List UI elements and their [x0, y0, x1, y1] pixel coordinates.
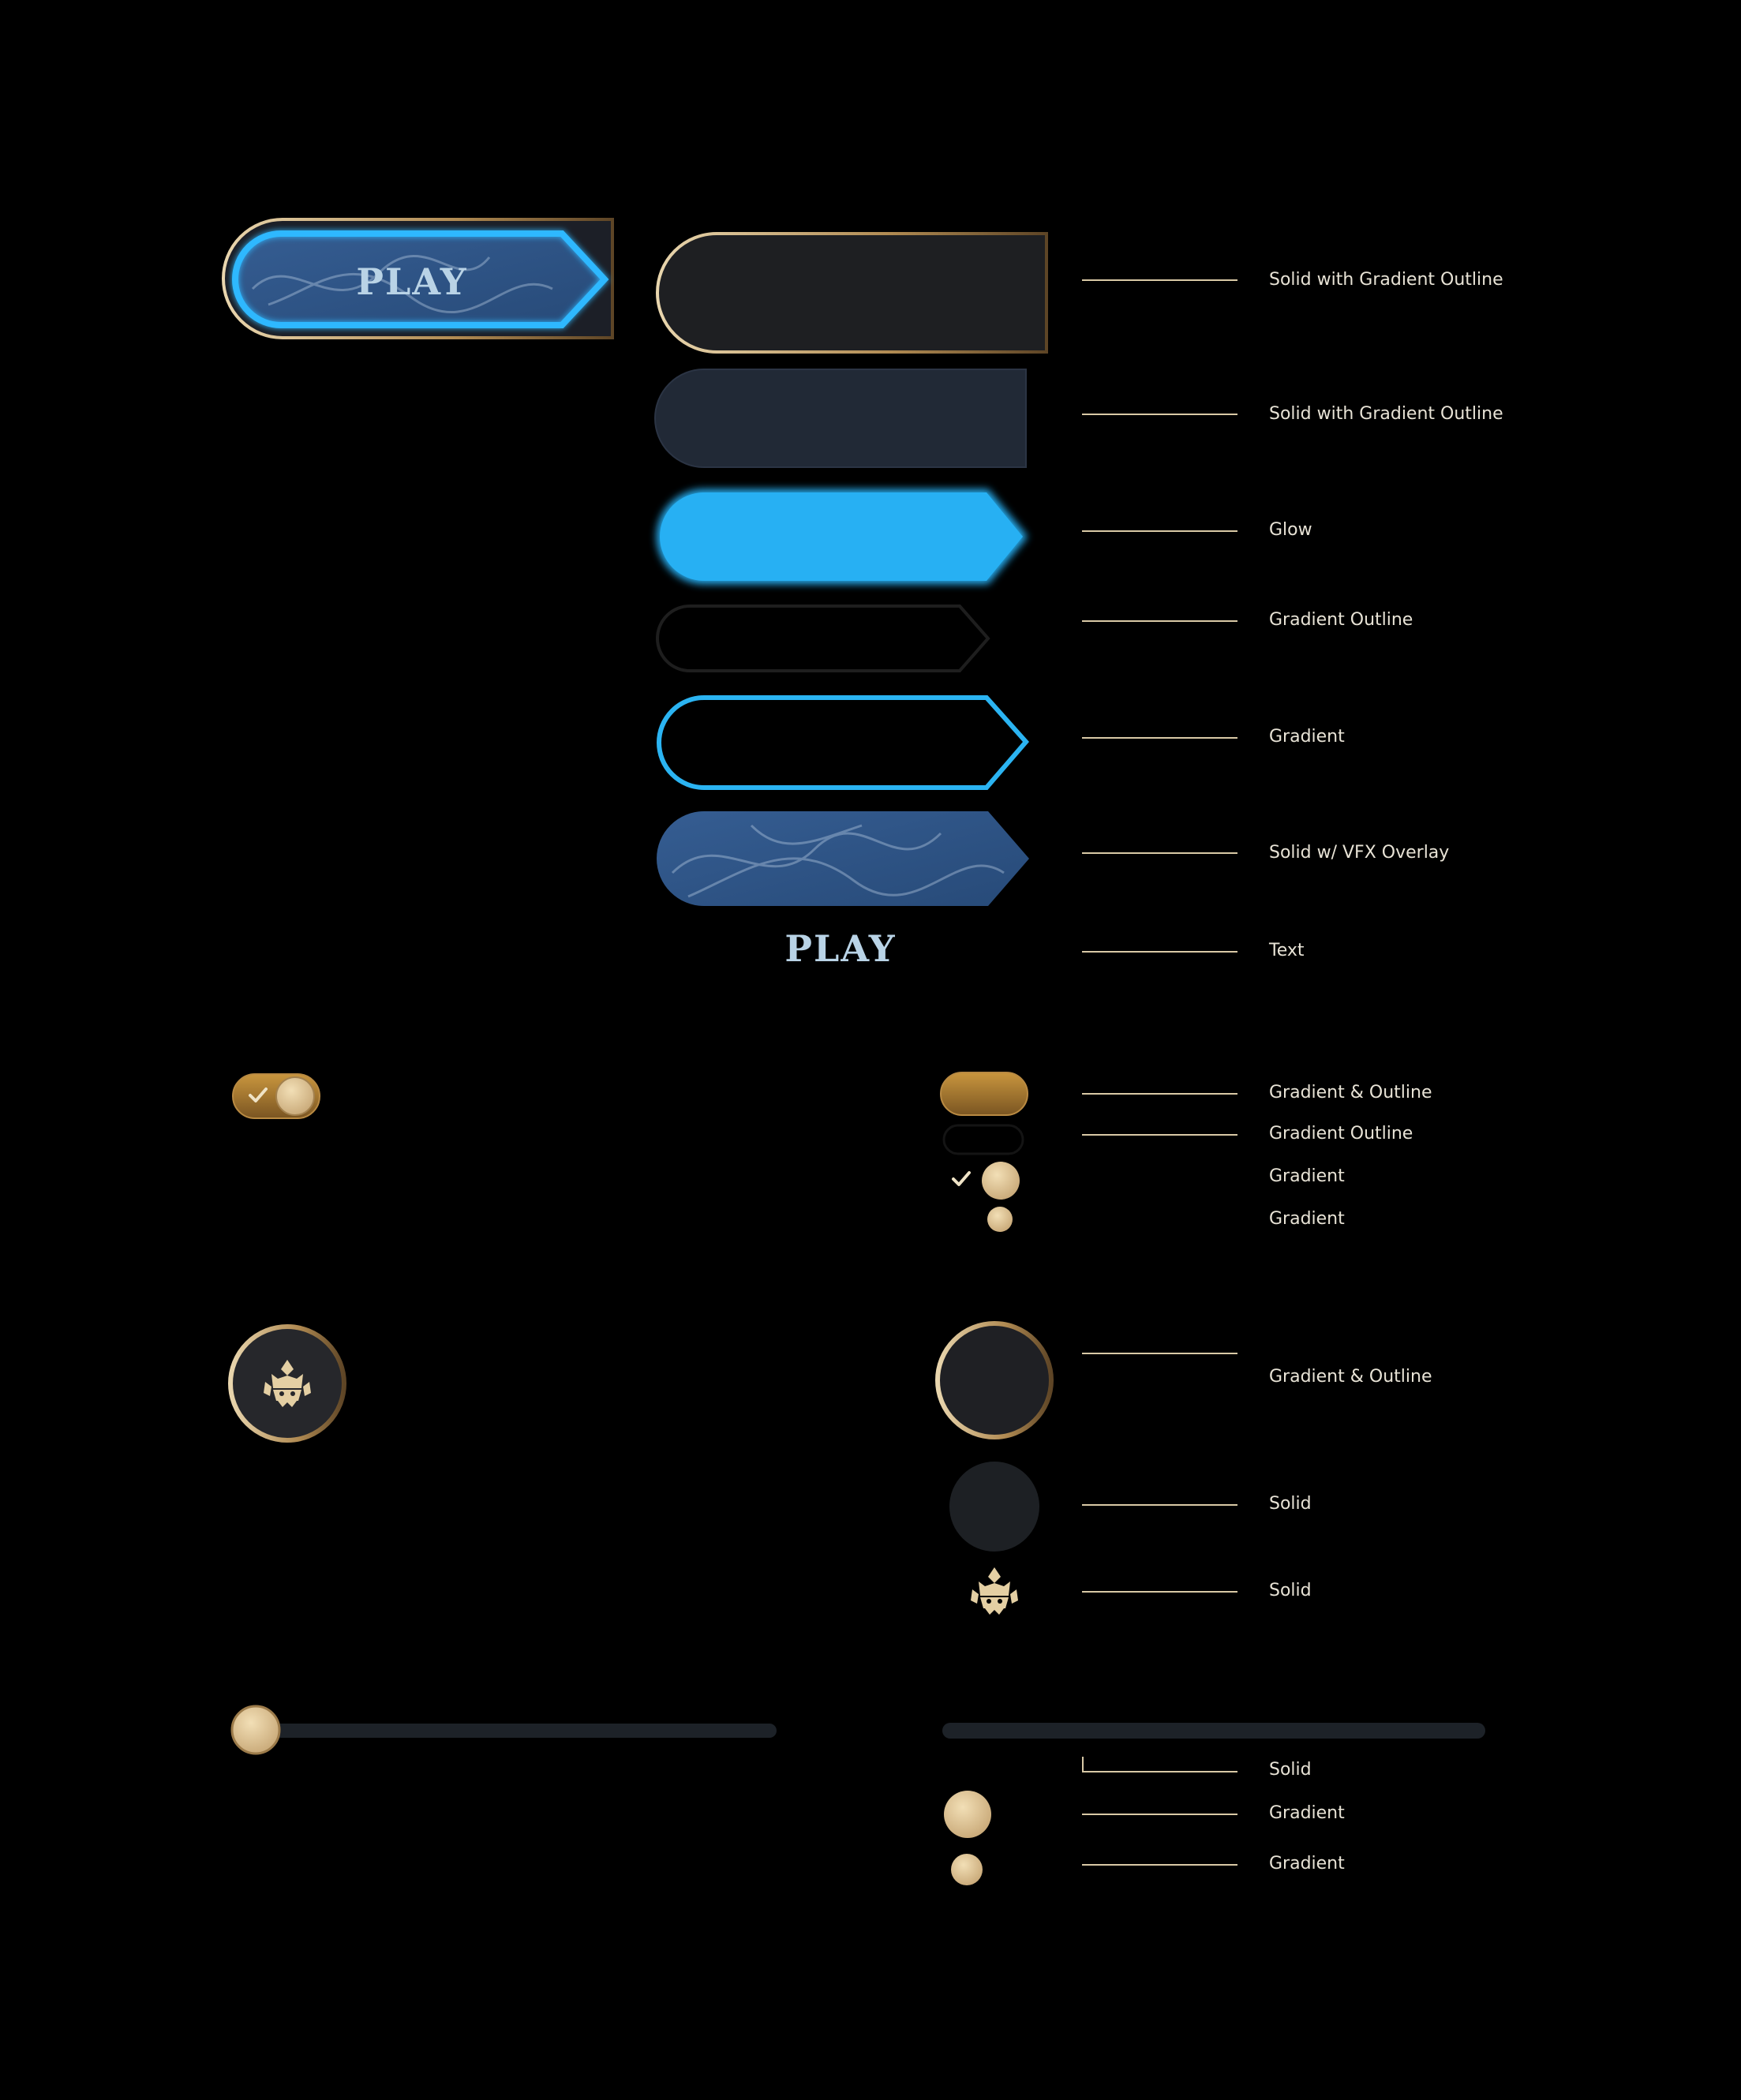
layer-glow	[657, 488, 1031, 586]
leader-line	[1082, 279, 1237, 281]
label-toggle-gradient-1: Gradient	[1269, 1168, 1345, 1185]
label-glow: Glow	[1269, 522, 1312, 539]
leader-line	[1082, 951, 1237, 953]
layer-gradient	[657, 694, 1031, 791]
play-button-label: PLAY	[356, 260, 467, 303]
toggle-layer-knob	[980, 1160, 1021, 1201]
leader-line	[1082, 852, 1237, 854]
label-solid-vfx-overlay: Solid w/ VFX Overlay	[1269, 844, 1449, 862]
slider-layer-thumb-small	[950, 1853, 983, 1886]
label-icon-solid-1: Solid	[1269, 1495, 1312, 1513]
play-button[interactable]: PLAY	[221, 218, 616, 341]
leader-line	[1082, 530, 1237, 532]
label-toggle-gradient-2: Gradient	[1269, 1211, 1345, 1228]
label-icon-gradient-outline: Gradient & Outline	[1269, 1368, 1432, 1386]
leader-line	[1082, 1771, 1237, 1772]
leader-line	[1082, 1591, 1237, 1593]
layer-solid-gradient-outline-2	[655, 369, 1028, 469]
leader-line	[1082, 620, 1237, 622]
label-gradient-outline: Gradient Outline	[1269, 612, 1413, 629]
slider-layer-track	[942, 1723, 1485, 1739]
toggle-layer-knob-small	[986, 1205, 1014, 1233]
leader-line	[1082, 1814, 1237, 1815]
label-solid-gradient-outline-2: Solid with Gradient Outline	[1269, 406, 1503, 423]
label-slider-gradient-1: Gradient	[1269, 1805, 1345, 1822]
label-text: Text	[1269, 942, 1305, 960]
leader-line	[1082, 414, 1237, 415]
leader-line	[1082, 1353, 1237, 1354]
leader-line	[1082, 737, 1237, 739]
slider-layer-thumb	[942, 1789, 993, 1840]
slider-thumb[interactable]	[230, 1705, 281, 1755]
label-slider-gradient-2: Gradient	[1269, 1855, 1345, 1873]
toggle-layer-track	[940, 1072, 1028, 1116]
leader-line	[1082, 1093, 1237, 1095]
leader-line	[1082, 1864, 1237, 1866]
layer-gradient-outline	[657, 605, 993, 672]
leader-line	[1082, 1134, 1237, 1136]
slider-track[interactable]	[253, 1724, 777, 1738]
layer-solid-vfx-overlay	[657, 810, 1032, 908]
layer-solid-gradient-outline-1	[655, 232, 1050, 354]
toggle-layer-outline	[942, 1124, 1024, 1155]
icon-layer-solid	[949, 1461, 1040, 1552]
toggle-switch-graphic	[232, 1073, 320, 1119]
label-solid-gradient-outline-1: Solid with Gradient Outline	[1269, 271, 1503, 289]
label-toggle-gradient-outline-2: Gradient Outline	[1269, 1125, 1413, 1143]
layer-text: PLAY	[758, 925, 923, 972]
icon-layer-frame	[934, 1320, 1054, 1440]
toggle-switch[interactable]	[232, 1073, 320, 1119]
emblem-icon-button[interactable]	[227, 1323, 347, 1443]
label-toggle-gradient-outline-1: Gradient & Outline	[1269, 1084, 1432, 1102]
slider[interactable]	[230, 1705, 777, 1755]
label-icon-solid-2: Solid	[1269, 1582, 1312, 1600]
play-button-graphic: PLAY	[221, 218, 616, 341]
leader-line	[1082, 1504, 1237, 1506]
leader-bracket	[1082, 1757, 1084, 1772]
layer-text-label: PLAY	[784, 927, 896, 970]
label-slider-solid: Solid	[1269, 1761, 1312, 1779]
label-gradient: Gradient	[1269, 728, 1345, 746]
